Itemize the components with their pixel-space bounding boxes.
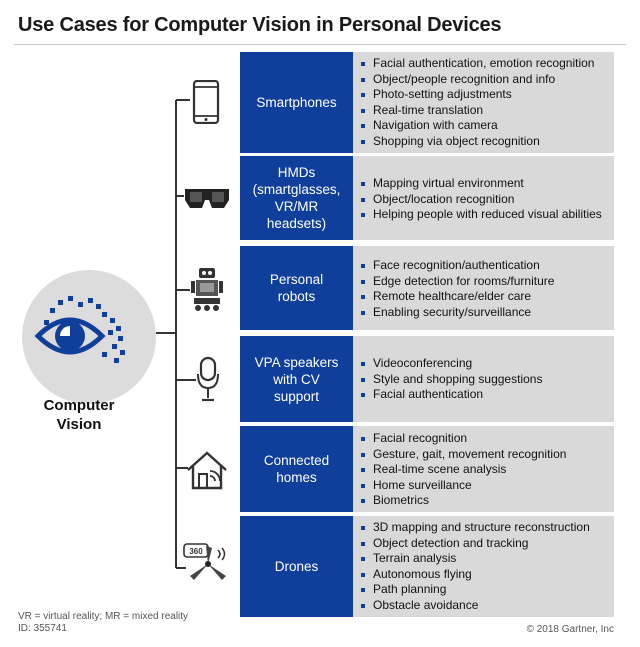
computer-vision-hub [22, 270, 156, 404]
list-item: Obstacle avoidance [353, 598, 614, 614]
microphone-icon [197, 356, 219, 402]
drone-icon: 360 [183, 543, 226, 580]
list-item: Home surveillance [353, 478, 614, 494]
list-item: Object/people recognition and info [353, 72, 614, 88]
smartphones-use-cases: Facial authentication, emotion recogniti… [353, 52, 614, 153]
category-personal-robots: Personal robots [240, 246, 353, 330]
list-item: Facial recognition [353, 431, 614, 447]
list-item: Object detection and tracking [353, 536, 614, 552]
list-item: Photo-setting adjustments [353, 87, 614, 103]
category-label: with CV [273, 371, 320, 387]
category-connected-homes: Connected homes [240, 426, 353, 512]
robot-icon [191, 268, 223, 311]
category-drones: Drones [240, 516, 353, 617]
page-title: Use Cases for Computer Vision in Persona… [18, 14, 502, 36]
smartglasses-icon [185, 189, 229, 208]
list-item: Path planning [353, 582, 614, 598]
eye-icon [34, 296, 125, 363]
smart-home-icon [187, 451, 227, 490]
list-item: Object/location recognition [353, 192, 614, 208]
list-item: Videoconferencing [353, 356, 614, 372]
category-label: robots [277, 289, 316, 304]
list-item: Enabling security/surveillance [353, 305, 614, 321]
category-label: Drones [274, 559, 319, 574]
list-item: Gesture, gait, movement recognition [353, 447, 614, 463]
list-item: Facial authentication, emotion recogniti… [353, 56, 614, 72]
category-label: Personal [269, 272, 324, 287]
footnote-line1: VR = virtual reality; MR = mixed reality [18, 611, 189, 622]
list-item: Real-time translation [353, 103, 614, 119]
category-hmds: HMDs (smartglasses, VR/MR headsets) [240, 156, 353, 240]
list-item: Edge detection for rooms/furniture [353, 274, 614, 290]
list-item: Style and shopping suggestions [353, 372, 614, 388]
list-item: Terrain analysis [353, 551, 614, 567]
list-item: Helping people with reduced visual abili… [353, 207, 614, 223]
copyright: © 2018 Gartner, Inc [526, 624, 614, 635]
category-label: HMDs [277, 165, 316, 180]
category-label: VR/MR [274, 199, 319, 214]
footnote-line2: ID: 355741 [18, 623, 67, 634]
personal-robots-use-cases: Face recognition/authentication Edge det… [353, 246, 614, 330]
category-smartphones: Smartphones [240, 52, 353, 153]
list-item: Shopping via object recognition [353, 134, 614, 150]
list-item: Autonomous flying [353, 567, 614, 583]
hub-label-line1: Computer [43, 397, 115, 414]
list-item: Remote healthcare/elder care [353, 289, 614, 305]
category-label: support [273, 388, 319, 404]
category-label: VPA speakers [254, 354, 339, 370]
category-label: homes [276, 470, 317, 485]
category-label: (smartglasses, [252, 182, 341, 197]
category-vpa-speakers: VPA speakers with CV support [240, 336, 353, 422]
list-item: Facial authentication [353, 387, 614, 403]
list-item: Real-time scene analysis [353, 462, 614, 478]
hub-label-line2: Vision [56, 416, 102, 433]
list-item: Navigation with camera [353, 118, 614, 134]
footnote: VR = virtual reality; MR = mixed reality… [18, 611, 188, 635]
list-item: Biometrics [353, 493, 614, 509]
list-item: Mapping virtual environment [353, 176, 614, 192]
title-divider [14, 44, 626, 45]
vpa-speakers-use-cases: Videoconferencing Style and shopping sug… [353, 336, 614, 422]
smartphone-icon [192, 80, 220, 124]
connected-homes-use-cases: Facial recognition Gesture, gait, moveme… [353, 426, 614, 512]
category-label: Smartphones [256, 95, 337, 110]
hmds-use-cases: Mapping virtual environment Object/locat… [353, 156, 614, 240]
list-item: 3D mapping and structure reconstruction [353, 520, 614, 536]
category-label: Connected [263, 453, 330, 468]
list-item: Face recognition/authentication [353, 258, 614, 274]
drones-use-cases: 3D mapping and structure reconstruction … [353, 516, 614, 617]
hub-label: Computer Vision [14, 396, 144, 434]
category-label: headsets) [266, 216, 327, 231]
drone-icon-label: 360 [189, 547, 203, 556]
